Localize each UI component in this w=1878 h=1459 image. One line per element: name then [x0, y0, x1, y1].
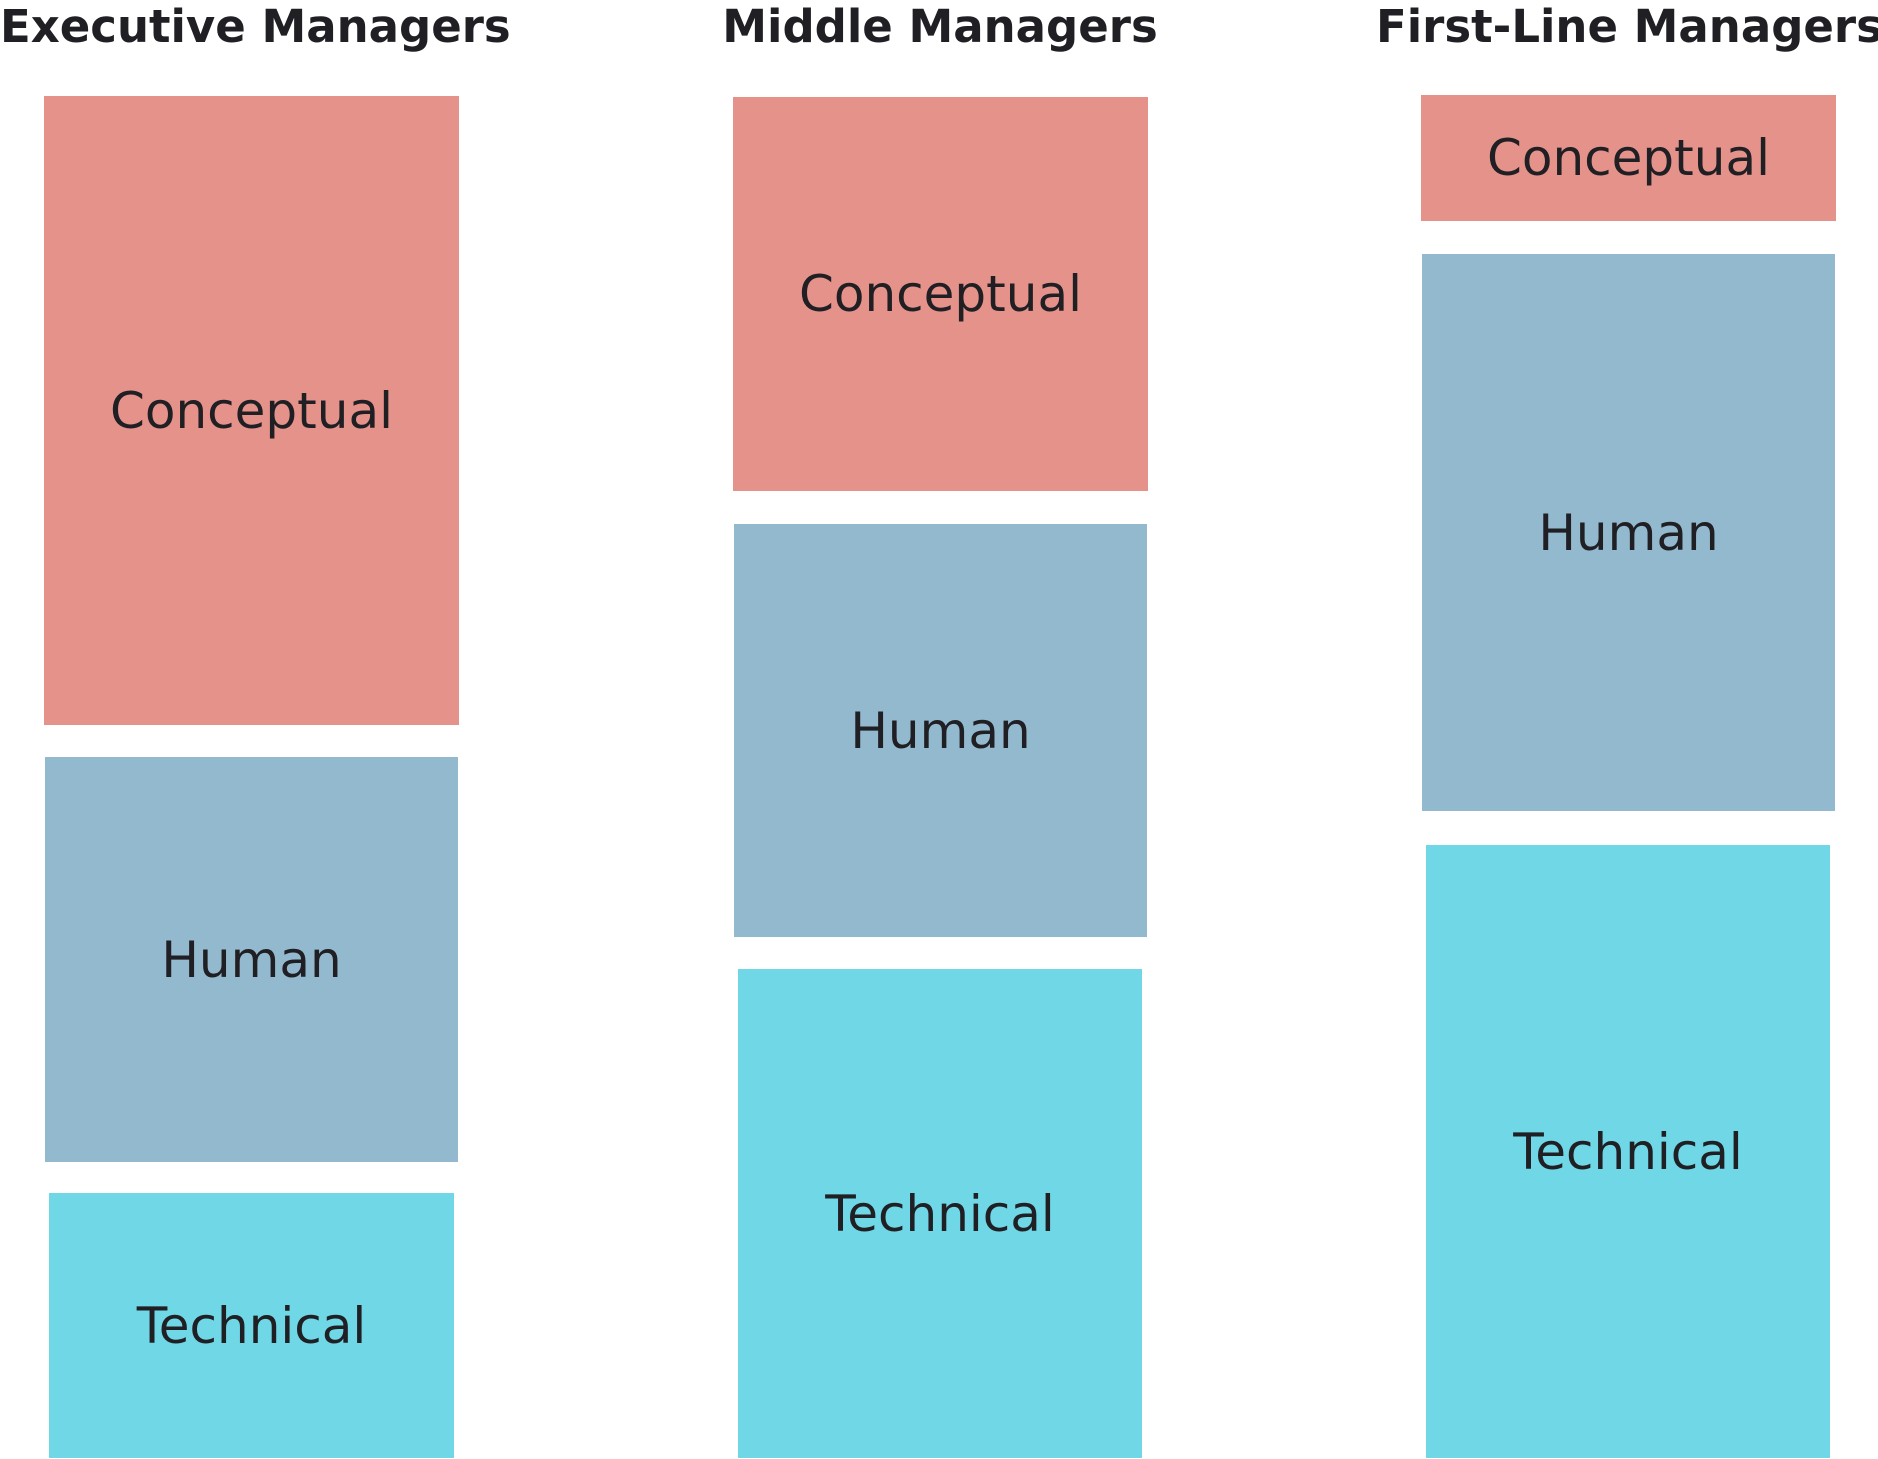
middle-human-block: Human — [734, 524, 1147, 937]
middle-technical-block: Technical — [738, 969, 1142, 1458]
first-line-technical-block: Technical — [1426, 845, 1830, 1458]
executive-conceptual-block: Conceptual — [44, 96, 459, 725]
column-title-first-line: First-Line Managers — [1376, 0, 1878, 53]
column-title-middle: Middle Managers — [722, 0, 1158, 53]
block-label: Human — [161, 930, 342, 989]
block-label: Conceptual — [1486, 129, 1770, 187]
column-title-executive: Executive Managers — [0, 0, 511, 53]
executive-human-block: Human — [45, 757, 458, 1162]
first-line-conceptual-block: Conceptual — [1421, 95, 1836, 221]
block-label: Human — [850, 701, 1031, 760]
block-label: Technical — [1513, 1122, 1743, 1181]
executive-technical-block: Technical — [49, 1193, 454, 1458]
block-label: Technical — [136, 1296, 367, 1355]
block-label: Technical — [825, 1184, 1055, 1243]
middle-conceptual-block: Conceptual — [733, 97, 1148, 491]
first-line-human-block: Human — [1422, 254, 1835, 811]
block-label: Human — [1538, 503, 1719, 562]
block-label: Conceptual — [798, 265, 1082, 323]
block-label: Conceptual — [109, 381, 393, 440]
